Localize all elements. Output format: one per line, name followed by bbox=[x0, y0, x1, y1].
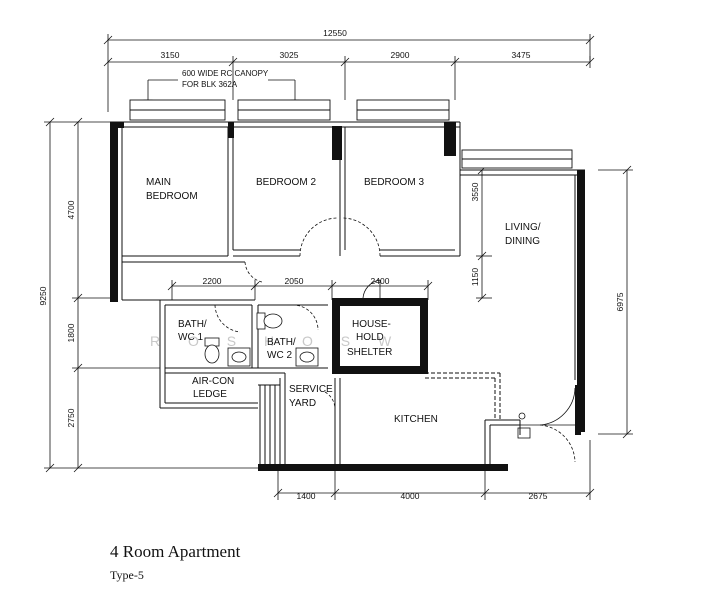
caption-title: 4 Room Apartment bbox=[110, 542, 241, 561]
dim-top-total: 12550 bbox=[323, 28, 347, 38]
window-planters bbox=[129, 99, 573, 169]
room-kitchen: KITCHEN bbox=[394, 414, 438, 425]
room-living-l2: DINING bbox=[505, 236, 540, 247]
dim-right-3550: 3550 bbox=[470, 182, 480, 201]
dim-left-1: 4700 bbox=[66, 200, 76, 219]
dim-top-1: 3150 bbox=[161, 50, 180, 60]
walls-thin bbox=[110, 121, 585, 470]
room-bath1-l2: WC 1 bbox=[178, 332, 203, 343]
dimension-labels: 12550 3150 3025 2900 3475 9250 4700 1800… bbox=[38, 28, 625, 501]
dim-bottom-1: 1400 bbox=[297, 491, 316, 501]
dim-right-6975: 6975 bbox=[615, 292, 625, 311]
room-bath2-l2: WC 2 bbox=[267, 350, 292, 361]
room-service-l2: YARD bbox=[289, 398, 316, 409]
dim-left-2: 1800 bbox=[66, 323, 76, 342]
canopy-note-line2: FOR BLK 362A bbox=[182, 80, 238, 89]
room-service-l1: SERVICE bbox=[289, 384, 333, 395]
dim-top-4: 3475 bbox=[512, 50, 531, 60]
room-aircon-l2: LEDGE bbox=[193, 389, 227, 400]
walls-thick bbox=[110, 122, 585, 471]
watermark: R O S H O S W bbox=[150, 333, 403, 349]
room-bedroom-2: BEDROOM 2 bbox=[256, 177, 316, 188]
room-living-l1: LIVING/ bbox=[505, 222, 541, 233]
room-shelter-l3: SHELTER bbox=[347, 347, 392, 358]
dim-right-1150: 1150 bbox=[470, 268, 480, 287]
dim-bottom-2: 4000 bbox=[401, 491, 420, 501]
room-shelter-l1: HOUSE- bbox=[352, 319, 391, 330]
room-bedroom-3: BEDROOM 3 bbox=[364, 177, 424, 188]
dim-inner-2400: 2400 bbox=[371, 276, 390, 286]
room-bath2-l1: BATH/ bbox=[267, 337, 296, 348]
caption-subtitle: Type-5 bbox=[110, 568, 144, 582]
dim-top-2: 3025 bbox=[280, 50, 299, 60]
room-aircon-l1: AIR-CON bbox=[192, 376, 234, 387]
dim-left-total: 9250 bbox=[38, 286, 48, 305]
dim-inner-2050: 2050 bbox=[285, 276, 304, 286]
room-labels: MAIN BEDROOM BEDROOM 2 BEDROOM 3 LIVING/… bbox=[146, 177, 541, 425]
doors bbox=[214, 217, 576, 463]
room-shelter-l2: HOLD bbox=[356, 332, 384, 343]
room-bath1-l1: BATH/ bbox=[178, 319, 207, 330]
sanitary-fixtures bbox=[204, 312, 319, 367]
dim-top-3: 2900 bbox=[391, 50, 410, 60]
dim-bottom-3: 2675 bbox=[529, 491, 548, 501]
room-main-bedroom-l2: BEDROOM bbox=[146, 191, 198, 202]
dim-left-3: 2750 bbox=[66, 408, 76, 427]
dimension-lines bbox=[44, 34, 633, 500]
dim-inner-2200: 2200 bbox=[203, 276, 222, 286]
room-main-bedroom-l1: MAIN bbox=[146, 177, 171, 188]
canopy-note-line1: 600 WIDE RC CANOPY bbox=[182, 69, 269, 78]
